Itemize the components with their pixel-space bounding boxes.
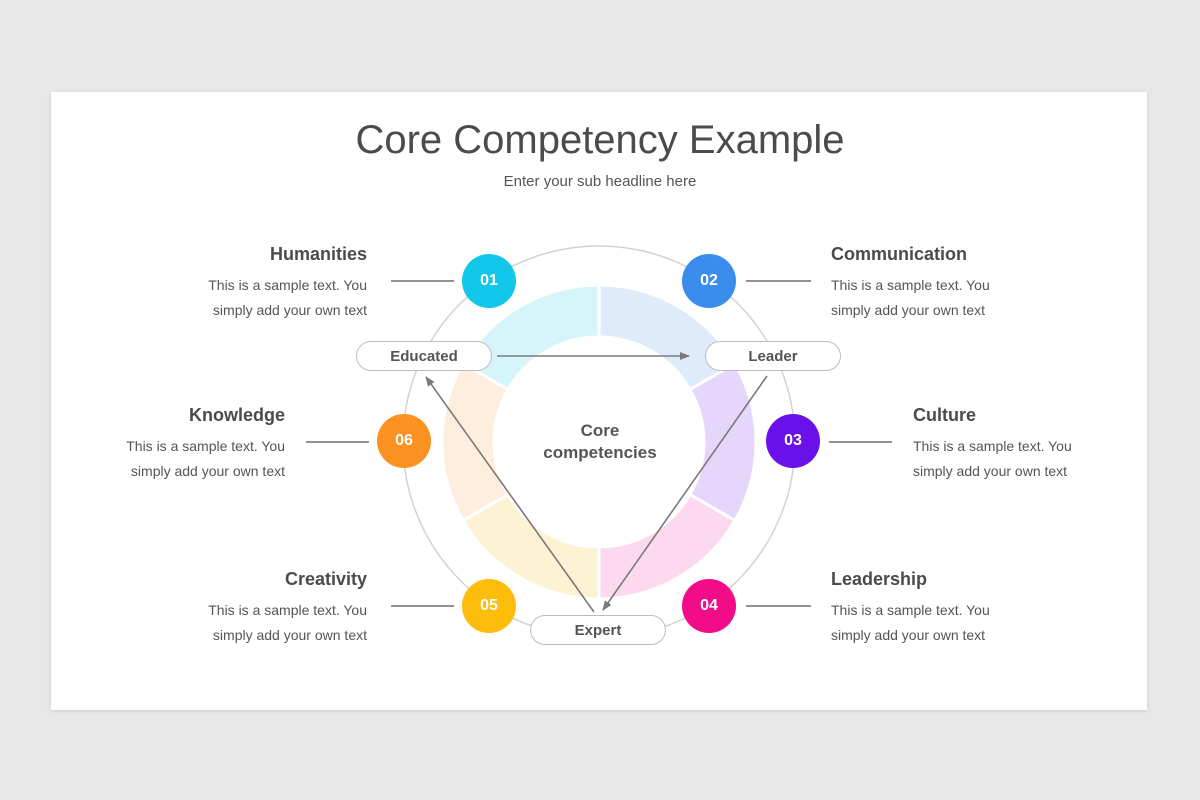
segment-culture: [687, 361, 758, 523]
arrow-expert-to-educated: [425, 376, 595, 613]
item-humanities: Humanities This is a sample text. You si…: [127, 244, 367, 323]
item-leadership: Leadership This is a sample text. You si…: [831, 569, 1071, 648]
connector-lines: [306, 280, 892, 607]
segment-humanities: [460, 283, 601, 392]
badge-05: 05: [462, 579, 516, 633]
item-text-line1: This is a sample text. You: [208, 602, 367, 618]
badge-02: 02: [682, 254, 736, 308]
item-text-line1: This is a sample text. You: [913, 438, 1072, 454]
page-subtitle: Enter your sub headline here: [503, 173, 697, 190]
center-label-line2: competencies: [543, 443, 657, 462]
item-title: Humanities: [269, 244, 367, 264]
item-knowledge: Knowledge This is a sample text. You sim…: [45, 405, 285, 484]
item-text-line2: simply add your own text: [831, 627, 986, 643]
slide-background: [51, 92, 1147, 710]
item-title: Culture: [913, 405, 976, 425]
item-title: Communication: [831, 244, 968, 264]
badge-06: 06: [377, 414, 431, 468]
center-label-line1: Core: [580, 421, 620, 440]
item-text-line2: simply add your own text: [212, 627, 367, 643]
center-label: Core competencies: [520, 420, 680, 464]
badge-04: 04: [682, 579, 736, 633]
item-creativity: Creativity This is a sample text. You si…: [127, 569, 367, 648]
page-title: Core Competency Example: [355, 118, 845, 162]
segment-knowledge: [440, 361, 511, 523]
item-title: Creativity: [284, 569, 367, 589]
donut-segments: [440, 283, 758, 601]
item-title: Knowledge: [188, 405, 285, 425]
item-text-line2: simply add your own text: [130, 463, 285, 479]
educated-pill: Educated: [356, 341, 492, 371]
badge-01: 01: [462, 254, 516, 308]
item-text-line1: This is a sample text. You: [831, 602, 990, 618]
badge-03: 03: [766, 414, 820, 468]
item-text-line2: simply add your own text: [913, 463, 1068, 479]
item-text-line1: This is a sample text. You: [126, 438, 285, 454]
item-text-line1: This is a sample text. You: [831, 277, 990, 293]
item-text-line1: This is a sample text. You: [208, 277, 367, 293]
item-communication: Communication This is a sample text. You…: [831, 244, 1071, 323]
expert-pill: Expert: [530, 615, 666, 645]
item-text-line2: simply add your own text: [831, 302, 986, 318]
leader-pill: Leader: [705, 341, 841, 371]
item-culture: Culture This is a sample text. You simpl…: [913, 405, 1153, 484]
item-title: Leadership: [831, 569, 928, 589]
item-text-line2: simply add your own text: [212, 302, 367, 318]
arrow-leader-to-expert: [602, 375, 768, 611]
